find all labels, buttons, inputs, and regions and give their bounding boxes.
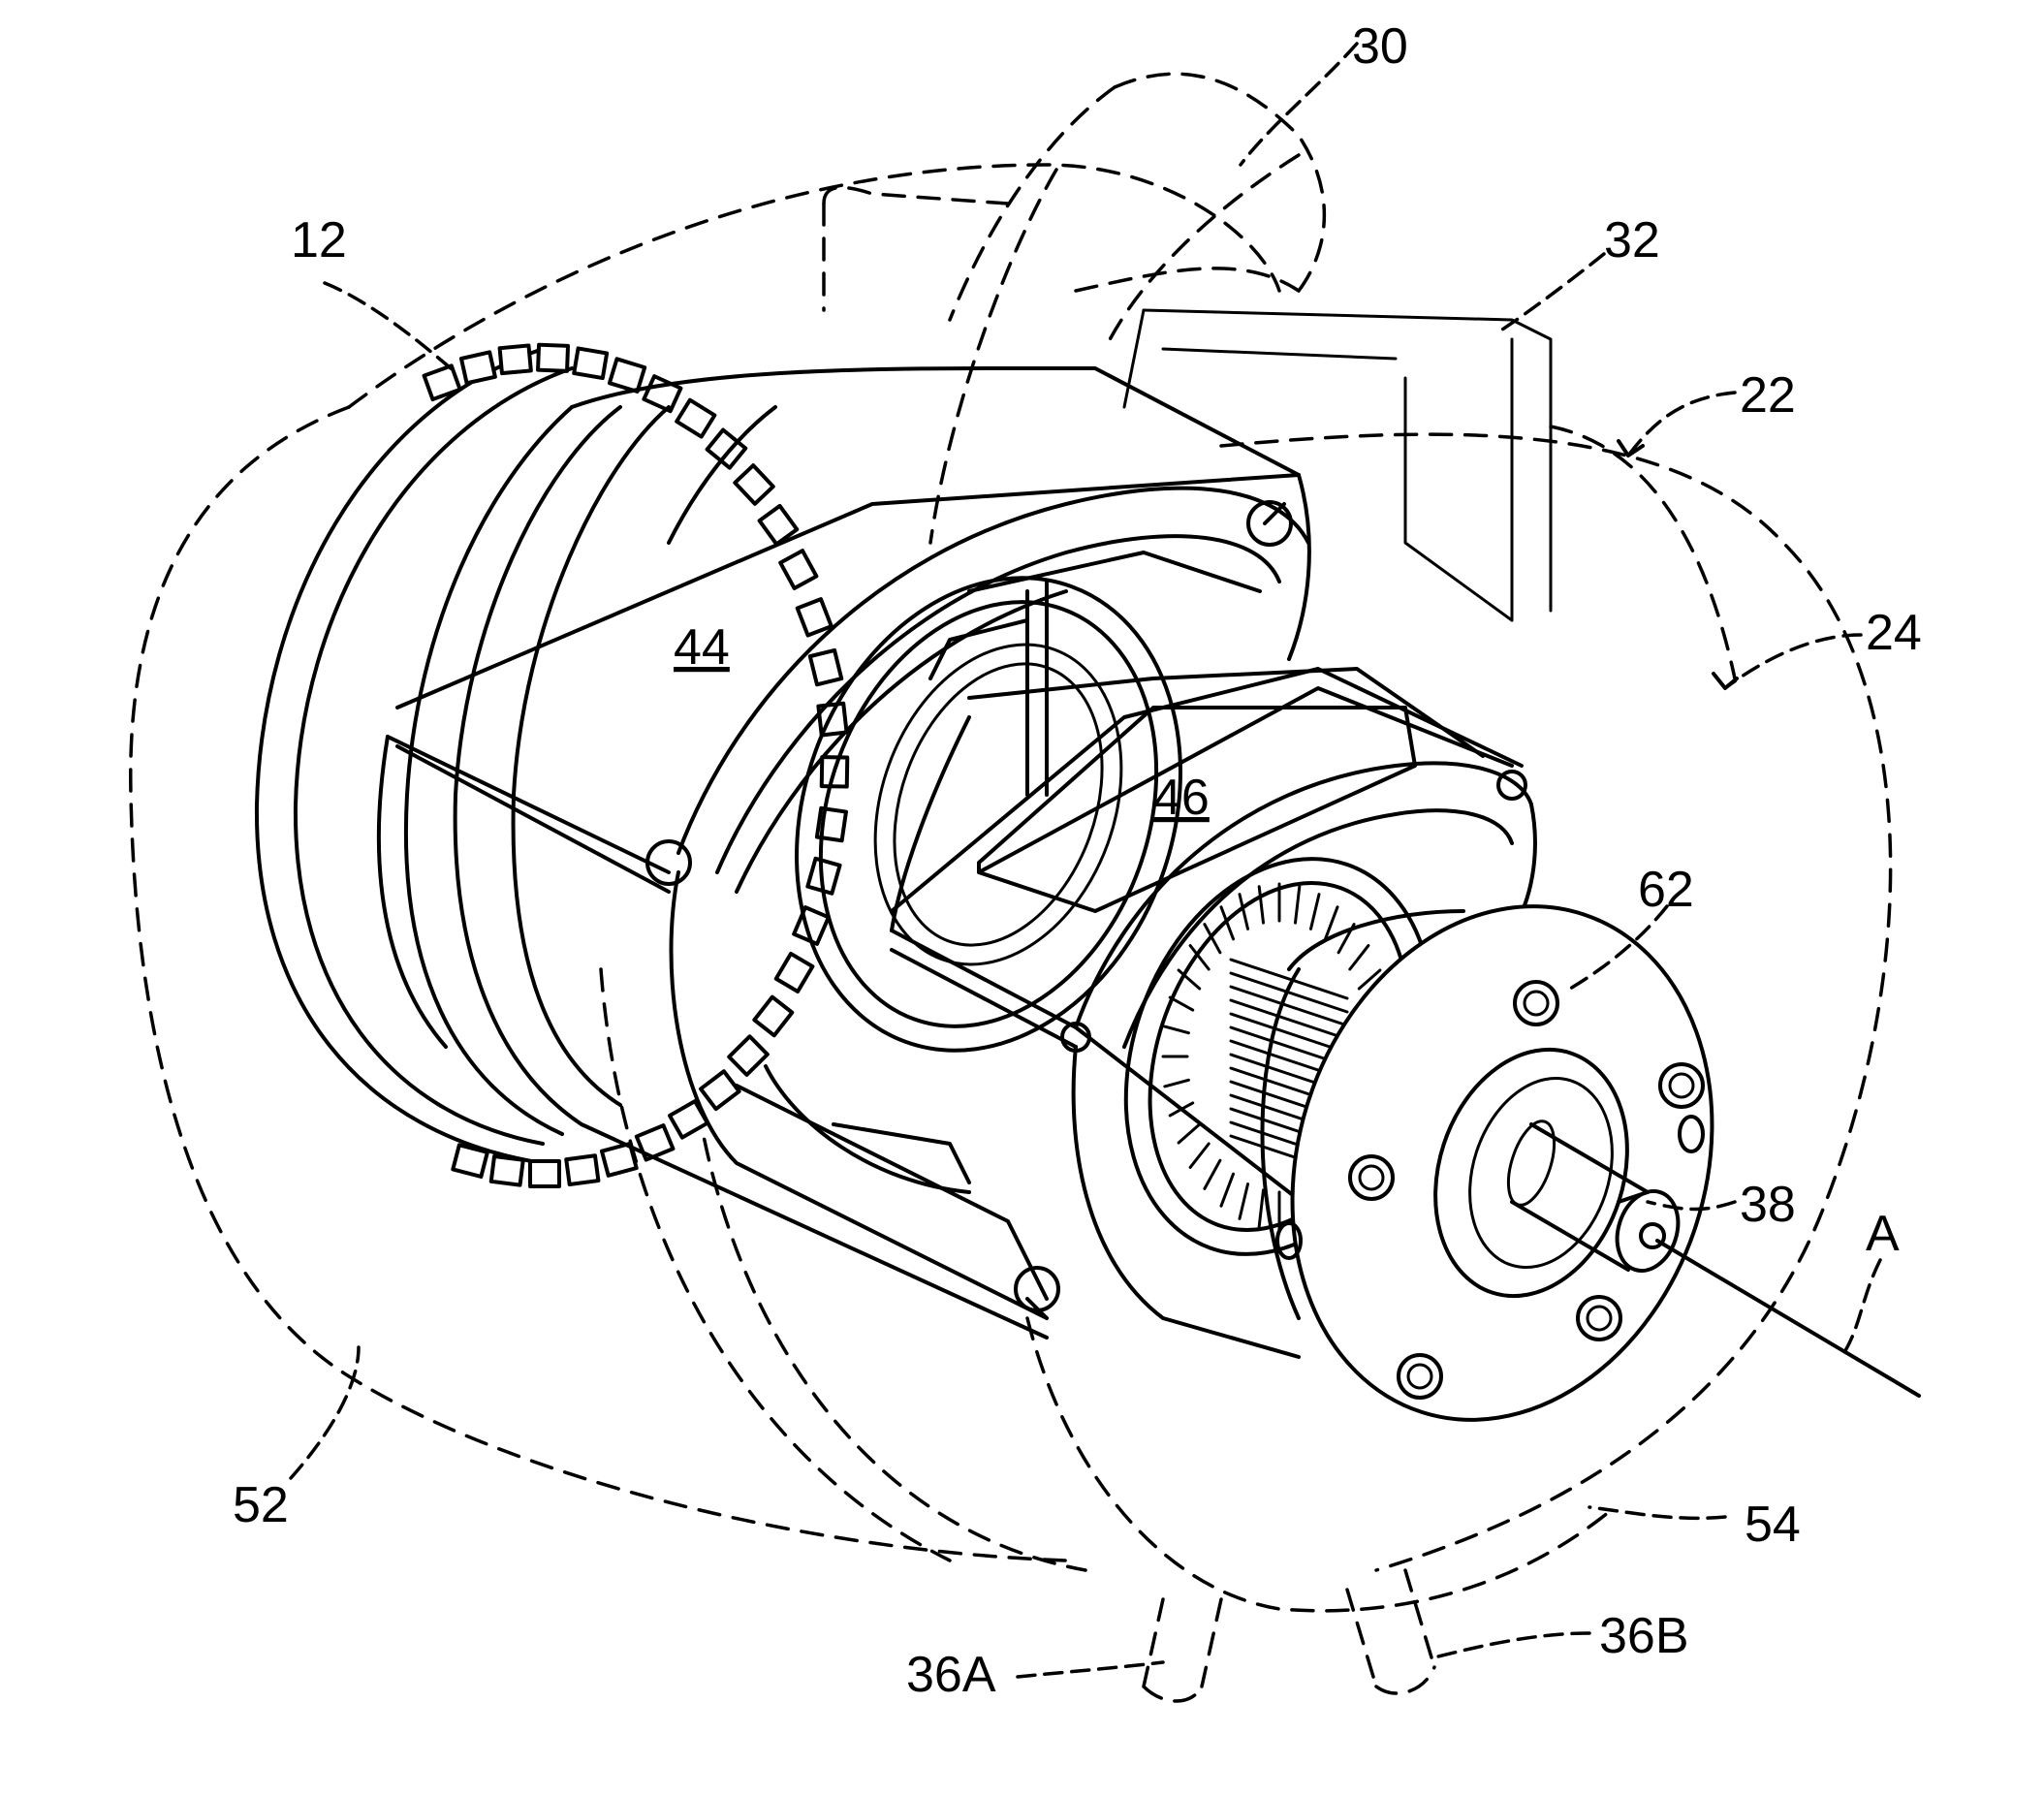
winding-slot [1177, 968, 1202, 991]
winding-slot [1309, 893, 1321, 930]
winding-slot [1163, 1078, 1190, 1088]
ring-tooth [795, 597, 833, 638]
winding-slot [1163, 1025, 1190, 1035]
label-46: 46 [1153, 770, 1210, 826]
winding-slot [1188, 944, 1211, 971]
ring-tooth [752, 994, 795, 1038]
ring-tooth [733, 463, 775, 506]
ring-tooth [727, 1034, 770, 1077]
ring-tooth [607, 357, 647, 394]
winding-slot [1257, 885, 1265, 925]
winding-slot [1348, 944, 1370, 971]
label-36a: 36A [906, 1647, 996, 1703]
winding-bar [1229, 958, 1349, 1000]
ring-tooth [458, 350, 497, 386]
ring-tooth [807, 647, 844, 687]
label-38: 38 [1740, 1177, 1796, 1233]
stator-44 [376, 366, 1311, 1340]
axis-line [1655, 1239, 1921, 1398]
winding-slot [1168, 1101, 1195, 1118]
winding-bar [1229, 985, 1349, 1027]
winding-slot [1219, 1172, 1235, 1208]
ring-tooth [527, 1158, 562, 1189]
winding-slot [1294, 885, 1302, 925]
ring-tooth [422, 363, 462, 402]
winding-bar [1229, 998, 1349, 1041]
winding-slot [1168, 995, 1195, 1012]
label-36b: 36B [1599, 1608, 1689, 1664]
winding-slot [1257, 1188, 1265, 1228]
ring-tooth [599, 1141, 639, 1178]
ring-tooth [451, 1143, 489, 1179]
toothed-ring [254, 342, 850, 1189]
ring-tooth [757, 503, 800, 547]
ring-tooth [698, 1069, 741, 1112]
ring-tooth [805, 856, 842, 896]
ring-tooth [778, 549, 819, 590]
label-22: 22 [1740, 367, 1796, 424]
winding-slot [1203, 1158, 1222, 1190]
label-62: 62 [1638, 862, 1694, 918]
winding-slot [1238, 1182, 1249, 1220]
ring-tooth [634, 1123, 676, 1162]
ring-tooth [488, 1154, 525, 1187]
ring-tooth [572, 346, 610, 381]
winding-slot [1177, 1122, 1202, 1145]
label-24: 24 [1866, 605, 1922, 661]
winding-bar [1229, 1012, 1349, 1055]
ring-tooth [536, 342, 571, 373]
mounting-bracket [1122, 308, 1553, 622]
housing-outline [129, 72, 1893, 1703]
ring-tooth [675, 397, 717, 439]
label-52: 52 [233, 1477, 289, 1533]
winding-slot [1238, 893, 1249, 930]
ring-tooth [497, 343, 533, 376]
winding-bar [1229, 971, 1349, 1014]
winding-slot [1357, 968, 1382, 991]
label-30: 30 [1352, 18, 1408, 75]
reference-labels: 12 30 32 22 24 44 46 62 38 A 52 54 36A 3… [233, 18, 1922, 1703]
ring-tooth [564, 1153, 601, 1187]
label-32: 32 [1604, 212, 1660, 268]
end-cap-62 [1260, 904, 1714, 1422]
winding-slot [1188, 1142, 1211, 1169]
ring-teeth [422, 342, 850, 1189]
leader-lines [289, 42, 1882, 1679]
label-12: 12 [291, 212, 347, 268]
shaft-38 [1506, 1119, 1681, 1274]
label-44: 44 [674, 619, 730, 676]
ring-tooth [705, 427, 748, 470]
winding-slot [1324, 905, 1339, 941]
winding-slot [1219, 905, 1235, 941]
label-axis-a: A [1866, 1206, 1900, 1262]
label-54: 54 [1745, 1497, 1801, 1553]
winding-slot [1203, 923, 1222, 955]
ring-tooth [773, 951, 815, 993]
